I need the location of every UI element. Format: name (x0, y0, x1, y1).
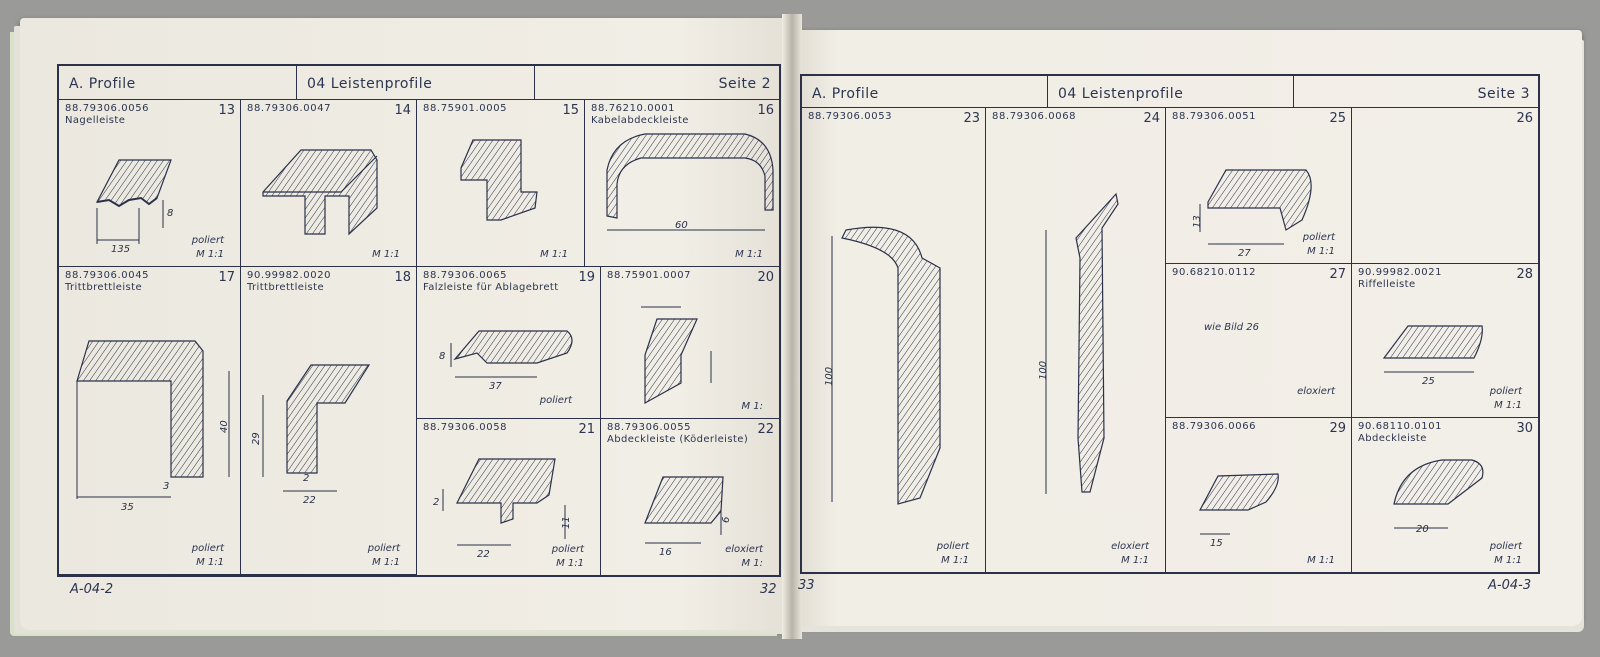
right-page-ref: A-04-3 (1488, 578, 1532, 593)
svg-text:8: 8 (439, 351, 445, 362)
profile-drawing (641, 306, 712, 405)
profile-drawing: 8 37 (439, 330, 573, 392)
profile-drawing: 2 11 22 (433, 458, 572, 560)
svg-text:22: 22 (303, 495, 316, 506)
profile-cell: 26 (1352, 108, 1538, 264)
svg-text:100: 100 (1038, 361, 1049, 380)
profile-drawing: 135 8 (95, 159, 173, 255)
svg-text:25: 25 (1422, 376, 1435, 387)
profile-drawing (460, 139, 538, 221)
left-table: A. Profile 04 Leistenprofile Seite 2 88.… (57, 64, 781, 577)
profile-drawing: 100 (1038, 192, 1119, 494)
svg-text:16: 16 (659, 547, 672, 558)
profile-drawing: 6 16 (644, 476, 732, 558)
svg-text:135: 135 (111, 244, 130, 255)
svg-text:22: 22 (477, 549, 490, 560)
profile-drawing: 20 (1393, 459, 1484, 535)
svg-text:3: 3 (163, 481, 169, 492)
svg-text:27: 27 (1238, 248, 1251, 259)
svg-text:2: 2 (303, 473, 309, 484)
svg-text:6: 6 (721, 517, 732, 523)
svg-text:11: 11 (561, 516, 572, 529)
svg-text:29: 29 (251, 432, 262, 445)
profile-drawing: 100 (824, 226, 941, 505)
svg-text:100: 100 (824, 367, 835, 386)
svg-text:20: 20 (1416, 524, 1429, 535)
right-header-section: A. Profile (802, 76, 1048, 108)
svg-text:8: 8 (167, 208, 173, 219)
svg-text:40: 40 (219, 420, 230, 433)
left-page-ref: A-04-2 (70, 582, 114, 597)
right-page-number: 33 (798, 578, 815, 593)
left-page-number: 32 (760, 582, 777, 597)
profile-drawing: 13 27 (1192, 169, 1312, 259)
book-gutter (782, 14, 802, 639)
svg-text:37: 37 (489, 381, 502, 392)
svg-text:35: 35 (121, 502, 134, 513)
svg-text:60: 60 (675, 220, 688, 231)
left-header-section: A. Profile (59, 66, 297, 100)
svg-text:13: 13 (1192, 215, 1203, 228)
right-header-page: Seite 3 (1294, 76, 1538, 108)
profile-drawing: 35 3 40 (76, 340, 230, 513)
left-header-page: Seite 2 (535, 66, 779, 100)
right-table: A. Profile 04 Leistenprofile Seite 3 88.… (800, 74, 1540, 574)
svg-text:15: 15 (1210, 538, 1223, 549)
profile-drawing (262, 149, 378, 236)
profile-drawing: 15 (1199, 473, 1279, 549)
profile-drawing: 25 (1382, 325, 1483, 387)
left-header-group: 04 Leistenprofile (297, 66, 535, 100)
svg-text:2: 2 (433, 497, 439, 508)
right-header-group: 04 Leistenprofile (1048, 76, 1294, 108)
profile-drawing: 29 2 22 (251, 364, 371, 506)
profile-drawing: 60 (606, 133, 774, 231)
